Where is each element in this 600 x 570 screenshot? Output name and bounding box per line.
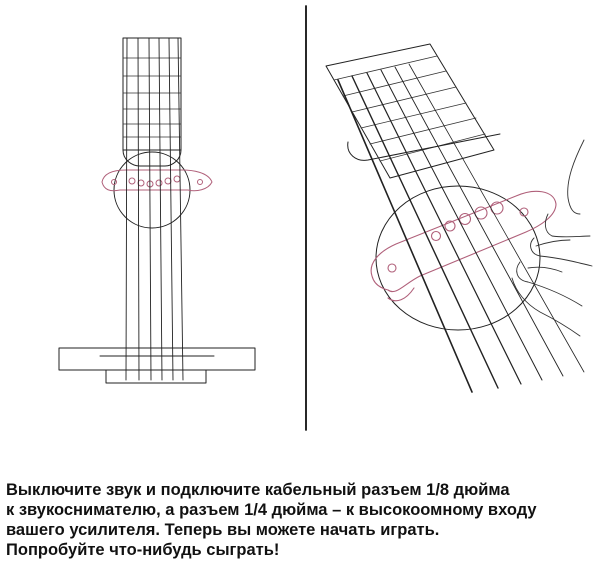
guitar-body-shoulder [122, 149, 182, 167]
hand-illustration [511, 139, 593, 337]
caption-line-4: Попробуйте что-нибудь сыграть! [6, 541, 280, 559]
body-edge-angled [347, 133, 501, 161]
frets [122, 57, 182, 138]
frets-angled [333, 55, 486, 162]
neck-angled [325, 43, 495, 179]
bridge [58, 347, 256, 384]
instruction-caption: Выключите звук и подключите кабельный ра… [6, 480, 594, 560]
pickup-angled [370, 190, 557, 302]
installation-illustration [58, 5, 593, 431]
guitar-front-view [58, 37, 256, 384]
caption-line-1: Выключите звук и подключите кабельный ра… [6, 481, 510, 499]
caption-line-3: вашего усилителя. Теперь вы можете начат… [6, 521, 440, 539]
fretboard [122, 37, 182, 151]
strings-angled [337, 63, 585, 393]
caption-line-2: к звукоснимателю, а разъем 1/4 дюйма – к… [6, 501, 537, 519]
strings-front [125, 37, 184, 381]
guitar-angled-view [325, 43, 593, 393]
